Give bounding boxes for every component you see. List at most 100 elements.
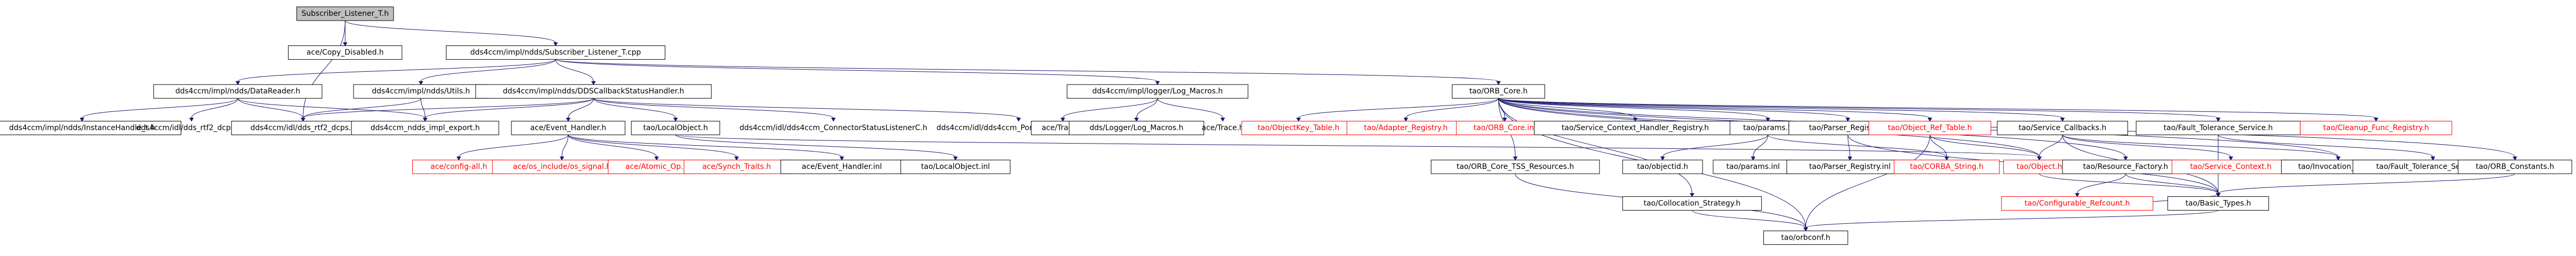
edge-line: [1136, 98, 1158, 118]
file-node-configall[interactable]: ace/config-all.h: [412, 159, 506, 174]
file-node-fts[interactable]: tao/Fault_Tolerance_Service.h: [2136, 121, 2301, 135]
edge-line: [568, 135, 842, 157]
edge-arrowhead: [1502, 118, 1508, 122]
file-node-copy[interactable]: ace/Copy_Disabled.h: [288, 45, 403, 60]
file-node-ehinl[interactable]: ace/Event_Handler.inl: [780, 159, 904, 174]
file-node-orbconf[interactable]: tao/orbconf.h: [1763, 230, 1848, 245]
node-label: tao/Service_Context.h: [2190, 163, 2272, 171]
node-box: [1894, 159, 2000, 174]
node-label: dds4ccm/impl/ndds/DDSCallbackStatusHandl…: [503, 87, 684, 96]
edge-line: [2125, 173, 2219, 194]
file-node-adreg[interactable]: tao/Adapter_Registry.h: [1346, 121, 1465, 135]
file-node-ehh[interactable]: ace/Event_Handler.h: [511, 121, 626, 135]
dependency-edge-root-tcpp: [345, 20, 558, 46]
edge-line: [675, 135, 2040, 157]
dependency-edge-ehh-osig: [560, 135, 569, 161]
node-label: tao/Collocation_Strategy.h: [1643, 199, 1740, 207]
file-node-synch[interactable]: ace/Synch_Traits.h: [683, 159, 790, 174]
edge-line: [1929, 135, 1947, 157]
dependency-edge-lobj-object: [675, 135, 2042, 161]
edge-line: [568, 98, 594, 118]
file-node-rtic[interactable]: dds4ccm/idl/dds_rtf2_dcpsC.h: [136, 124, 247, 132]
node-label: tao/ORB_Core.h: [1470, 87, 1528, 96]
dependency-edge-resfac-cfgref: [2075, 173, 2126, 197]
dependency-edge-svccb-svcctx: [2062, 135, 2234, 161]
file-node-connstat[interactable]: dds4ccm/idl/dds4ccm_ConnectorStatusListe…: [740, 124, 927, 132]
file-node-oref[interactable]: tao/Object_Ref_Table.h: [1868, 121, 1992, 135]
file-node-paramsinl[interactable]: tao/params.inl: [1713, 159, 1793, 174]
dependency-edge-preg-pireginl: [1847, 135, 1853, 161]
file-node-dcsh[interactable]: dds4ccm/impl/ndds/DDSCallbackStatusHandl…: [475, 84, 712, 99]
dependency-edge-ehh-ehinl: [568, 135, 844, 161]
file-node-resfac[interactable]: tao/Resource_Factory.h: [2062, 159, 2189, 174]
edge-arrowhead: [565, 118, 571, 122]
node-box: [1068, 121, 1204, 135]
node-box: [1346, 121, 1465, 135]
file-node-orbcore[interactable]: tao/ORB_Core.h: [1452, 84, 1545, 99]
file-node-logm[interactable]: dds4ccm/impl/logger/Log_Macros.h: [1066, 84, 1249, 99]
file-node-rti[interactable]: dds4ccm/idl/dds_rtf2_dcps.h: [231, 121, 375, 135]
edge-arrowhead: [1016, 118, 1021, 122]
node-box: [445, 45, 666, 60]
node-label: tao/orbconf.h: [1781, 233, 1830, 242]
file-node-tss[interactable]: tao/ORB_Core_TSS_Resources.h: [1430, 159, 1600, 174]
file-node-basic[interactable]: tao/Basic_Types.h: [2167, 196, 2270, 211]
node-box: [900, 159, 1011, 174]
file-node-utils[interactable]: dds4ccm/impl/ndds/Utils.h: [353, 84, 489, 99]
edge-arrowhead: [1220, 118, 1225, 122]
edge-line: [2039, 135, 2063, 157]
edge-arrowhead: [456, 156, 461, 161]
dependency-edge-oref-corbastr: [1929, 135, 1949, 161]
file-node-loglm[interactable]: dds/Logger/Log_Macros.h: [1068, 121, 1204, 135]
file-node-screg[interactable]: tao/Service_Context_Handler_Registry.h: [1533, 121, 1737, 135]
node-box: [153, 84, 322, 99]
edge-line: [1498, 98, 1848, 118]
file-node-cfgref[interactable]: tao/Configurable_Refcount.h: [2001, 196, 2153, 211]
file-node-dr[interactable]: dds4ccm/impl/ndds/DataReader.h: [153, 84, 322, 99]
node-label: tao/ORB_Constants.h: [2476, 163, 2554, 171]
edge-arrowhead: [1803, 227, 1808, 232]
file-node-acetrace[interactable]: ace/Trace.h: [1202, 124, 1244, 132]
dependency-edge-fts-ftsinl: [2218, 135, 2435, 161]
node-label: dds4ccm/idl/dds_rtf2_dcps.h: [250, 124, 356, 132]
edge-arrowhead: [2060, 118, 2065, 122]
dependency-edge-orbconst-basic: [2216, 173, 2515, 197]
edge-line: [237, 59, 556, 82]
file-node-svcctx[interactable]: tao/Service_Context.h: [2171, 159, 2290, 174]
file-node-okt[interactable]: tao/ObjectKey_Table.h: [1241, 121, 1356, 135]
edge-line: [1498, 98, 2377, 118]
dependency-edge-basic-orbconf: [1803, 210, 2219, 232]
file-node-corbastr[interactable]: tao/CORBA_String.h: [1894, 159, 2000, 174]
node-label: tao/params.inl: [1726, 163, 1780, 171]
node-box: [1622, 159, 1703, 174]
dependency-edge-orbcore-cleanup: [1498, 98, 2379, 122]
file-node-ihandle[interactable]: dds4ccm/impl/ndds/InstanceHandle_t.h: [0, 121, 182, 135]
node-label: tao/Cleanup_Func_Registry.h: [2323, 124, 2429, 132]
file-node-lobj[interactable]: tao/LocalObject.h: [631, 121, 720, 135]
node-box: [1868, 121, 1992, 135]
file-node-svccb[interactable]: tao/Service_Callbacks.h: [1997, 121, 2128, 135]
edge-line: [1847, 135, 1850, 157]
edge-arrowhead: [1155, 81, 1160, 86]
file-node-lobjinl[interactable]: tao/LocalObject.inl: [900, 159, 1011, 174]
dependency-edge-orbcore-adreg: [1403, 98, 1499, 122]
file-node-colloc[interactable]: tao/Collocation_Strategy.h: [1622, 196, 1762, 211]
file-node-cleanup[interactable]: tao/Cleanup_Func_Registry.h: [2300, 121, 2452, 135]
node-label: dds4ccm/impl/logger/Log_Macros.h: [1092, 87, 1223, 96]
file-node-tcpp[interactable]: dds4ccm/impl/ndds/Subscriber_Listener_T.…: [445, 45, 666, 60]
edge-line: [561, 135, 569, 157]
file-node-export[interactable]: dds4ccm_ndds_impl_export.h: [351, 121, 499, 135]
edge-line: [2062, 135, 2231, 157]
dependency-edge-orbcore-svccb: [1498, 98, 2065, 122]
edge-line: [1406, 98, 1499, 118]
edge-arrowhead: [1689, 193, 1695, 197]
dependency-edge-ehh-configall: [456, 135, 569, 161]
node-box: [2300, 121, 2452, 135]
edge-line: [237, 98, 304, 118]
file-node-objectid[interactable]: tao/objectid.h: [1622, 159, 1703, 174]
edge-arrowhead: [673, 118, 678, 122]
edge-line: [568, 135, 737, 157]
file-node-orbconst[interactable]: tao/ORB_Constants.h: [2458, 159, 2572, 174]
edge-arrowhead: [2336, 156, 2341, 161]
